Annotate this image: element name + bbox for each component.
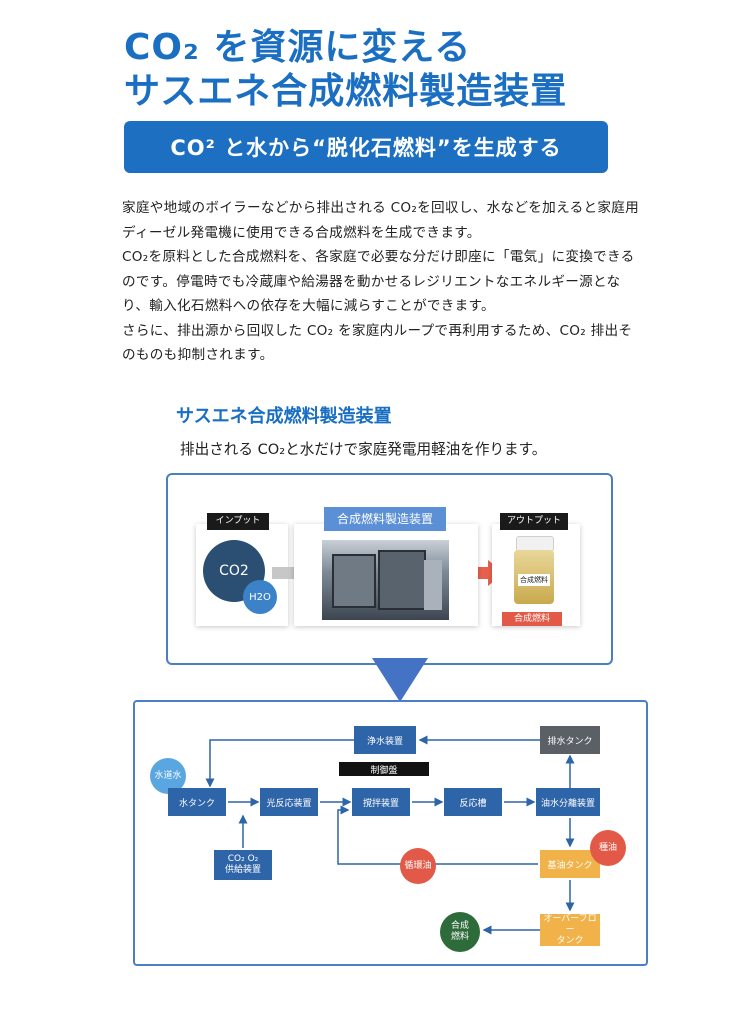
paragraph-2: CO₂を原料とした合成燃料を、各家庭で必要な分だけ即座に「電気」に変換できるので… (122, 249, 635, 314)
jar-label: 合成燃料 (518, 574, 550, 586)
stirrer-box: 撹拌装置 (352, 788, 410, 816)
down-arrow-icon (372, 658, 428, 702)
circulating-oil-bubble: 循環油 (400, 848, 436, 884)
drain-tank-box: 排水タンク (540, 726, 600, 754)
separator-box: 油水分離装置 (536, 788, 600, 816)
overflow-label-2: タンク (556, 935, 584, 946)
paragraph-1: 家庭や地域のボイラーなどから排出される CO₂を回収し、水などを加えると家庭用デ… (122, 200, 640, 241)
output-label: アウトプット (500, 513, 568, 530)
device-section-description: 排出される CO₂と水だけで家庭発電用軽油を作ります。 (180, 441, 547, 458)
overflow-label-1: オーバーフロー (543, 913, 597, 935)
fuel-jar: 合成燃料 (514, 536, 554, 606)
paragraph-3: さらに、排出源から回収した CO₂ を家庭内ループで再利用するため、CO₂ 排出… (122, 322, 633, 364)
overflow-tank-box: オーバーフロー タンク (540, 914, 600, 946)
device-frame (332, 554, 376, 608)
output-tag: 合成燃料 (502, 612, 562, 626)
water-purifier-box: 浄水装置 (354, 726, 416, 754)
co2-o2-label: CO₂ O₂ (227, 854, 259, 864)
photoreactor-box: 光反応装置 (260, 788, 318, 816)
h2o-circle: H2O (243, 580, 277, 614)
co2-o2-supply-box: CO₂ O₂ 供給装置 (214, 850, 272, 880)
base-oil-bubble: 種油 (590, 830, 626, 866)
device-section-title: サスエネ合成燃料製造装置 (176, 406, 392, 427)
device-frame-2 (378, 550, 426, 610)
reactor-box: 反応槽 (444, 788, 502, 816)
h2o-text: H2O (249, 591, 271, 603)
title-line-1: CO₂ を資源に変える (124, 27, 472, 68)
subtitle-banner: CO² と水から“脱化石燃料”を生成する (124, 121, 608, 173)
control-panel-box: 制御盤 (339, 762, 429, 776)
device-photo (322, 540, 449, 620)
water-tank-box: 水タンク (168, 788, 226, 816)
supply-device-label: 供給装置 (224, 865, 261, 875)
device-label: 合成燃料製造装置 (324, 507, 446, 531)
input-label: インプット (207, 513, 269, 530)
synthetic-fuel-label-1: 合成 (450, 921, 469, 931)
device-tubes (424, 560, 442, 610)
co2-text: CO2 (219, 563, 249, 579)
synthetic-fuel-label-2: 燃料 (450, 932, 469, 942)
base-oil-tank-box: 基油タンク (540, 850, 600, 878)
synthetic-fuel-bubble: 合成 燃料 (440, 912, 480, 952)
title-line-2: サスエネ合成燃料製造装置 (124, 71, 568, 112)
body-text: 家庭や地域のボイラーなどから排出される CO₂を回収し、水などを加えると家庭用デ… (122, 196, 642, 368)
page-title: CO₂ を資源に変える サスエネ合成燃料製造装置 (124, 26, 567, 114)
